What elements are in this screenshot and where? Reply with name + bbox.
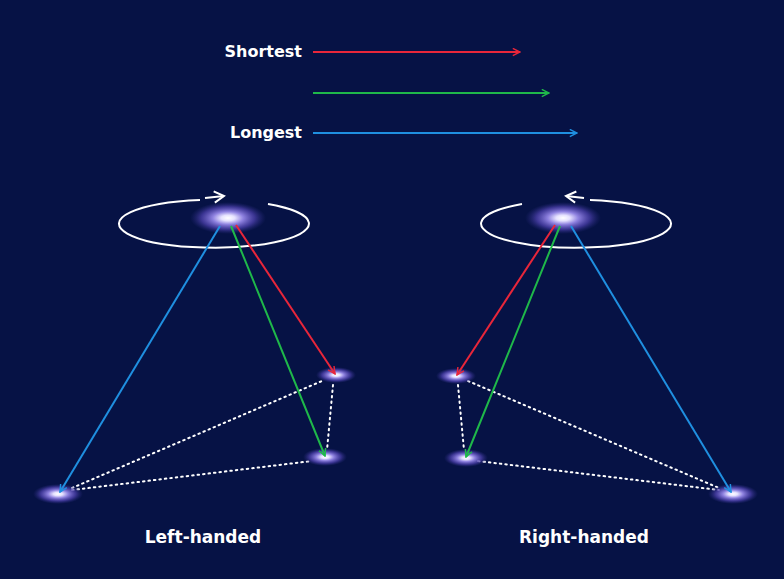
legend-label: Longest <box>230 123 302 142</box>
group-label: Right-handed <box>519 527 649 547</box>
legend-label: Shortest <box>225 42 302 61</box>
group-label: Left-handed <box>145 527 262 547</box>
